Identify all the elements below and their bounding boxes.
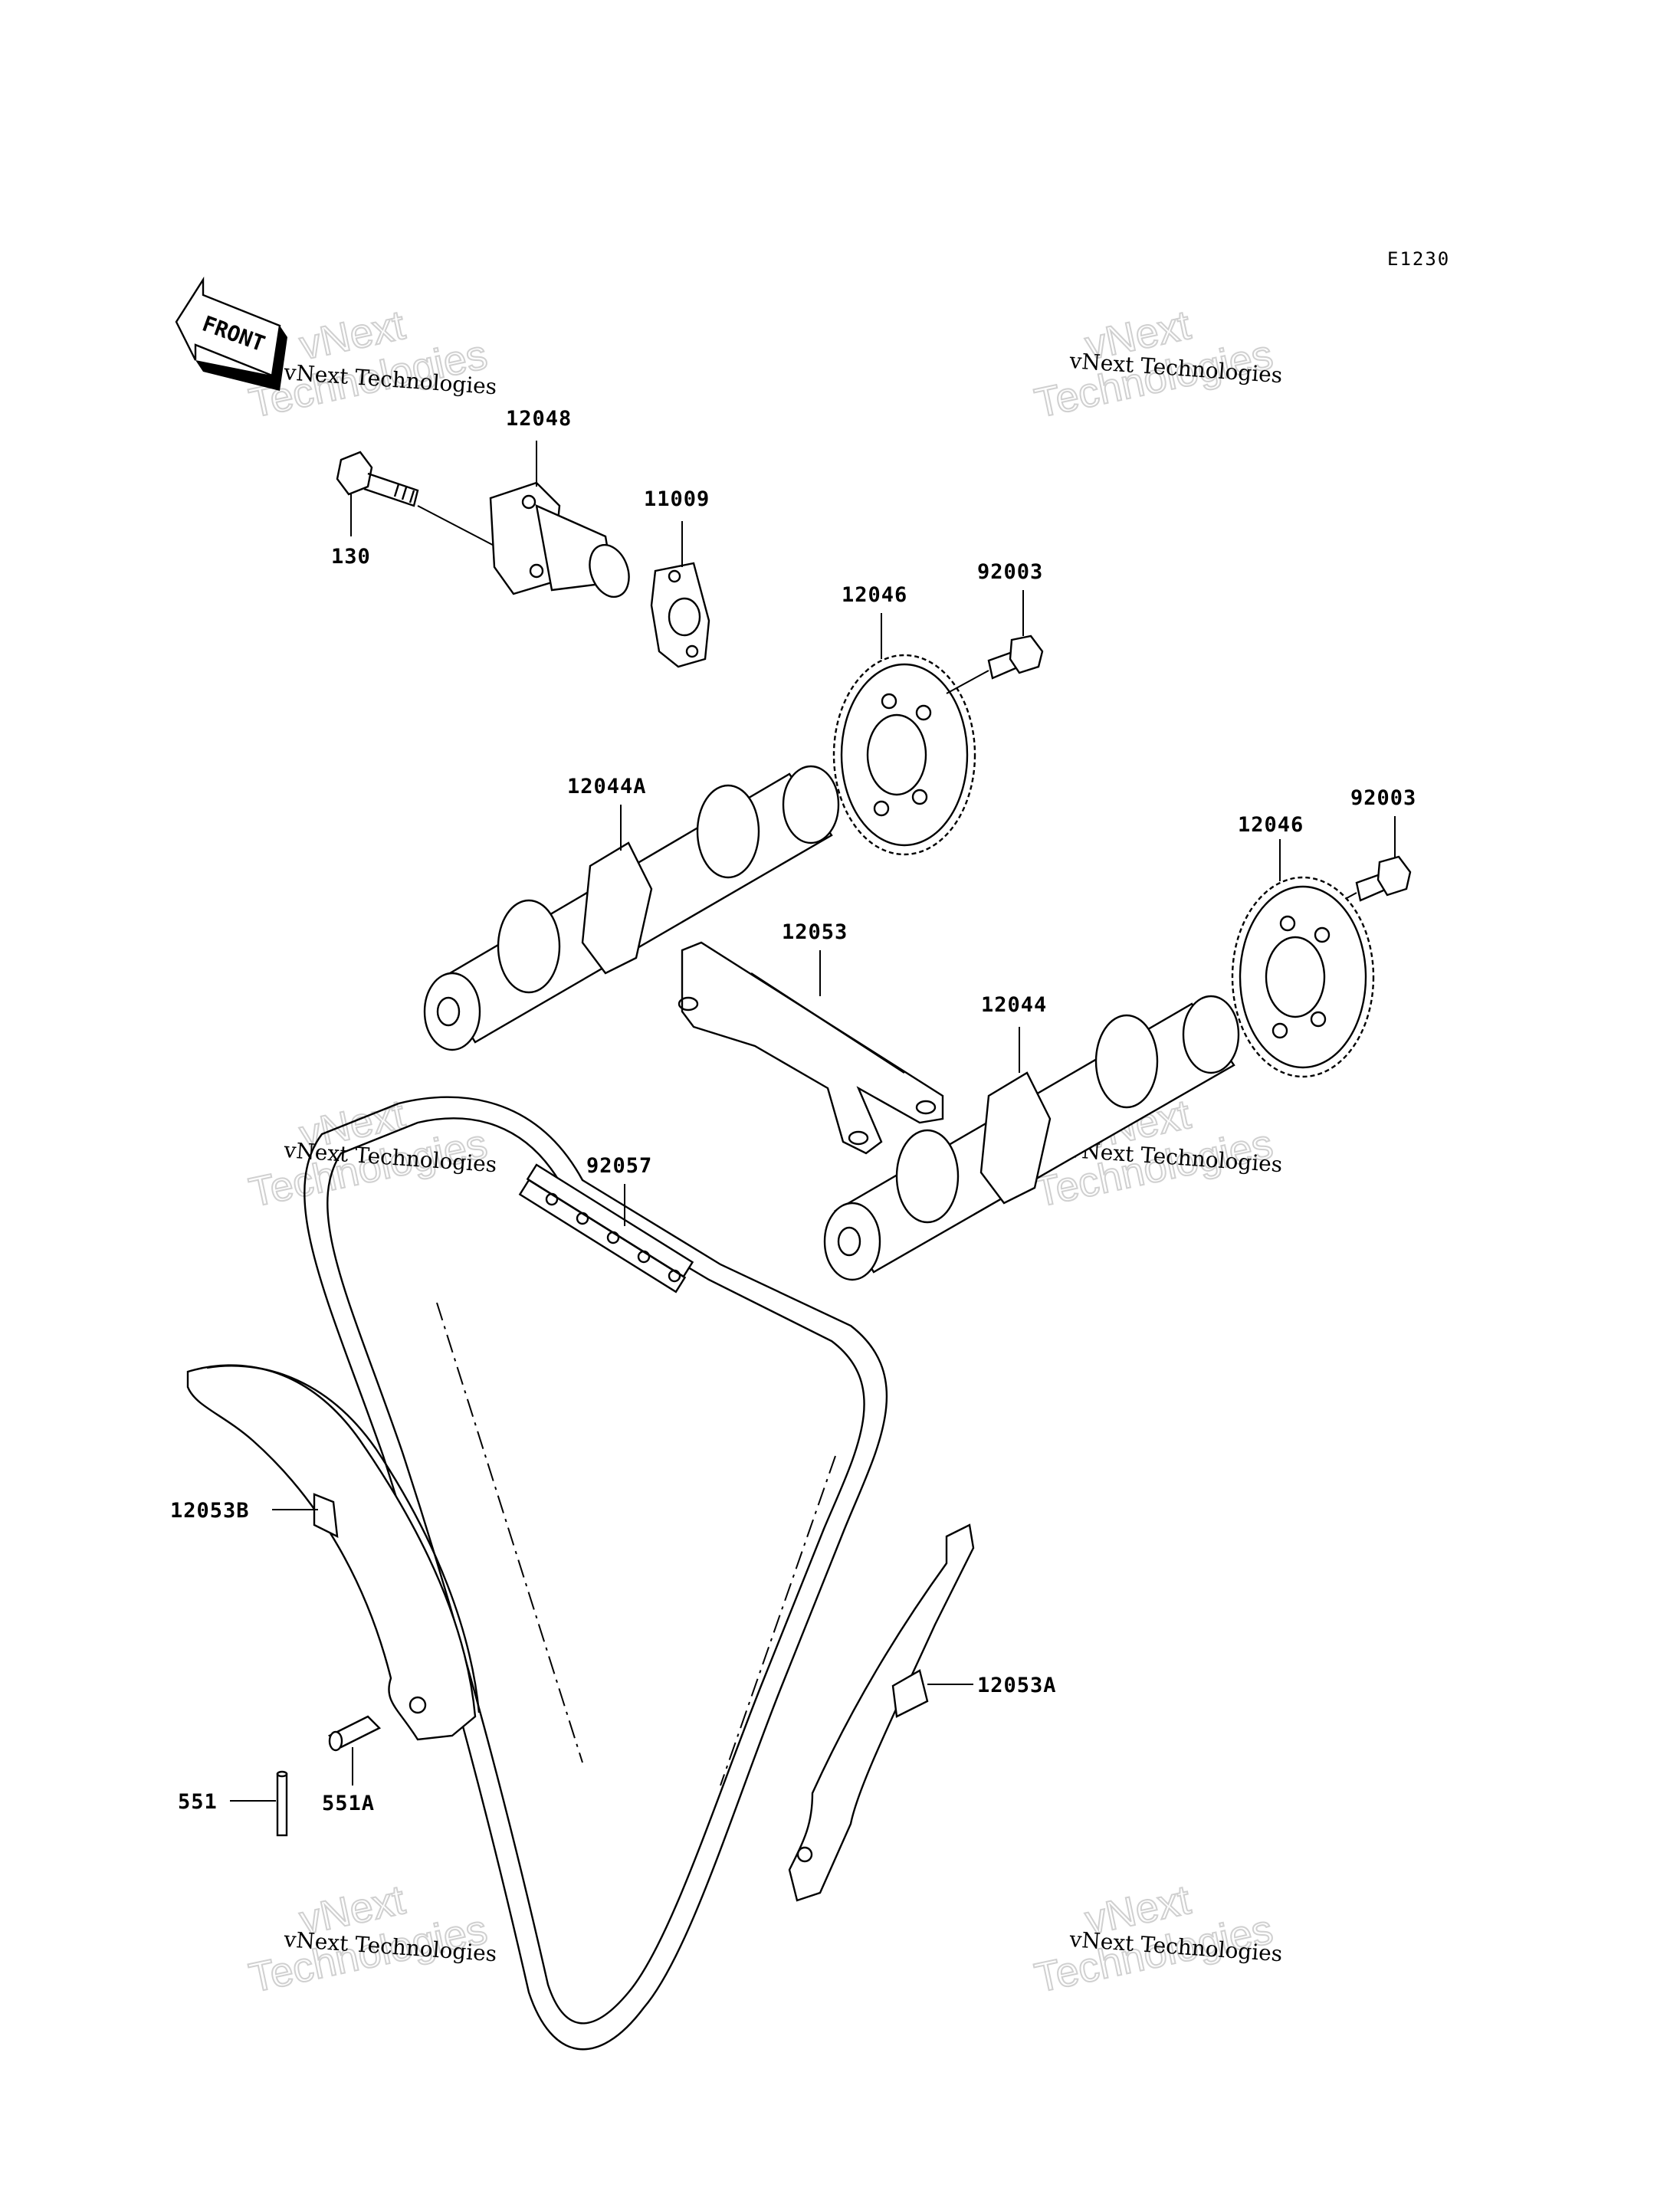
camshaft-12044A [423,765,840,1051]
label-12046-upper: 12046 [842,583,907,607]
leader-92003-upper-to-sprocket [946,670,989,694]
bolt-92003-lower [1355,855,1412,902]
leader-130-to-tensioner [417,505,507,553]
label-92057: 92057 [586,1154,652,1178]
label-551A: 551A [322,1792,375,1815]
label-551: 551 [178,1790,218,1814]
label-12044: 12044 [981,993,1047,1017]
cam-chain-92057 [304,1096,888,2051]
bolt-130 [336,451,419,507]
gasket-11009 [650,562,710,668]
sprocket-12046-upper [832,654,976,856]
camshaft-12044 [823,995,1240,1281]
front-arrow-icon: FRONT [175,276,287,391]
label-12048: 12048 [506,407,572,431]
label-12053B: 12053B [170,1499,250,1523]
chain-guide-12053A [788,1523,975,1902]
chain-guide-12053 [678,941,944,1155]
label-130: 130 [331,545,371,569]
label-92003-lower: 92003 [1350,786,1416,810]
label-11009: 11009 [644,487,710,511]
dowel-pin-551 [276,1770,288,1837]
label-12046-lower: 12046 [1238,813,1304,837]
diagram-code: E1230 [1387,248,1450,270]
label-12044A: 12044A [567,775,647,798]
tensioner-12048 [489,481,630,598]
bolt-92003-upper [987,635,1044,680]
chain-guide-12053B [186,1364,481,1741]
chain-link-detail [518,1163,694,1294]
label-12053: 12053 [782,920,848,944]
label-12053A: 12053A [977,1674,1057,1697]
sprocket-12046-lower [1231,876,1375,1078]
label-92003-upper: 92003 [977,560,1043,584]
dowel-pin-551A [327,1715,382,1752]
